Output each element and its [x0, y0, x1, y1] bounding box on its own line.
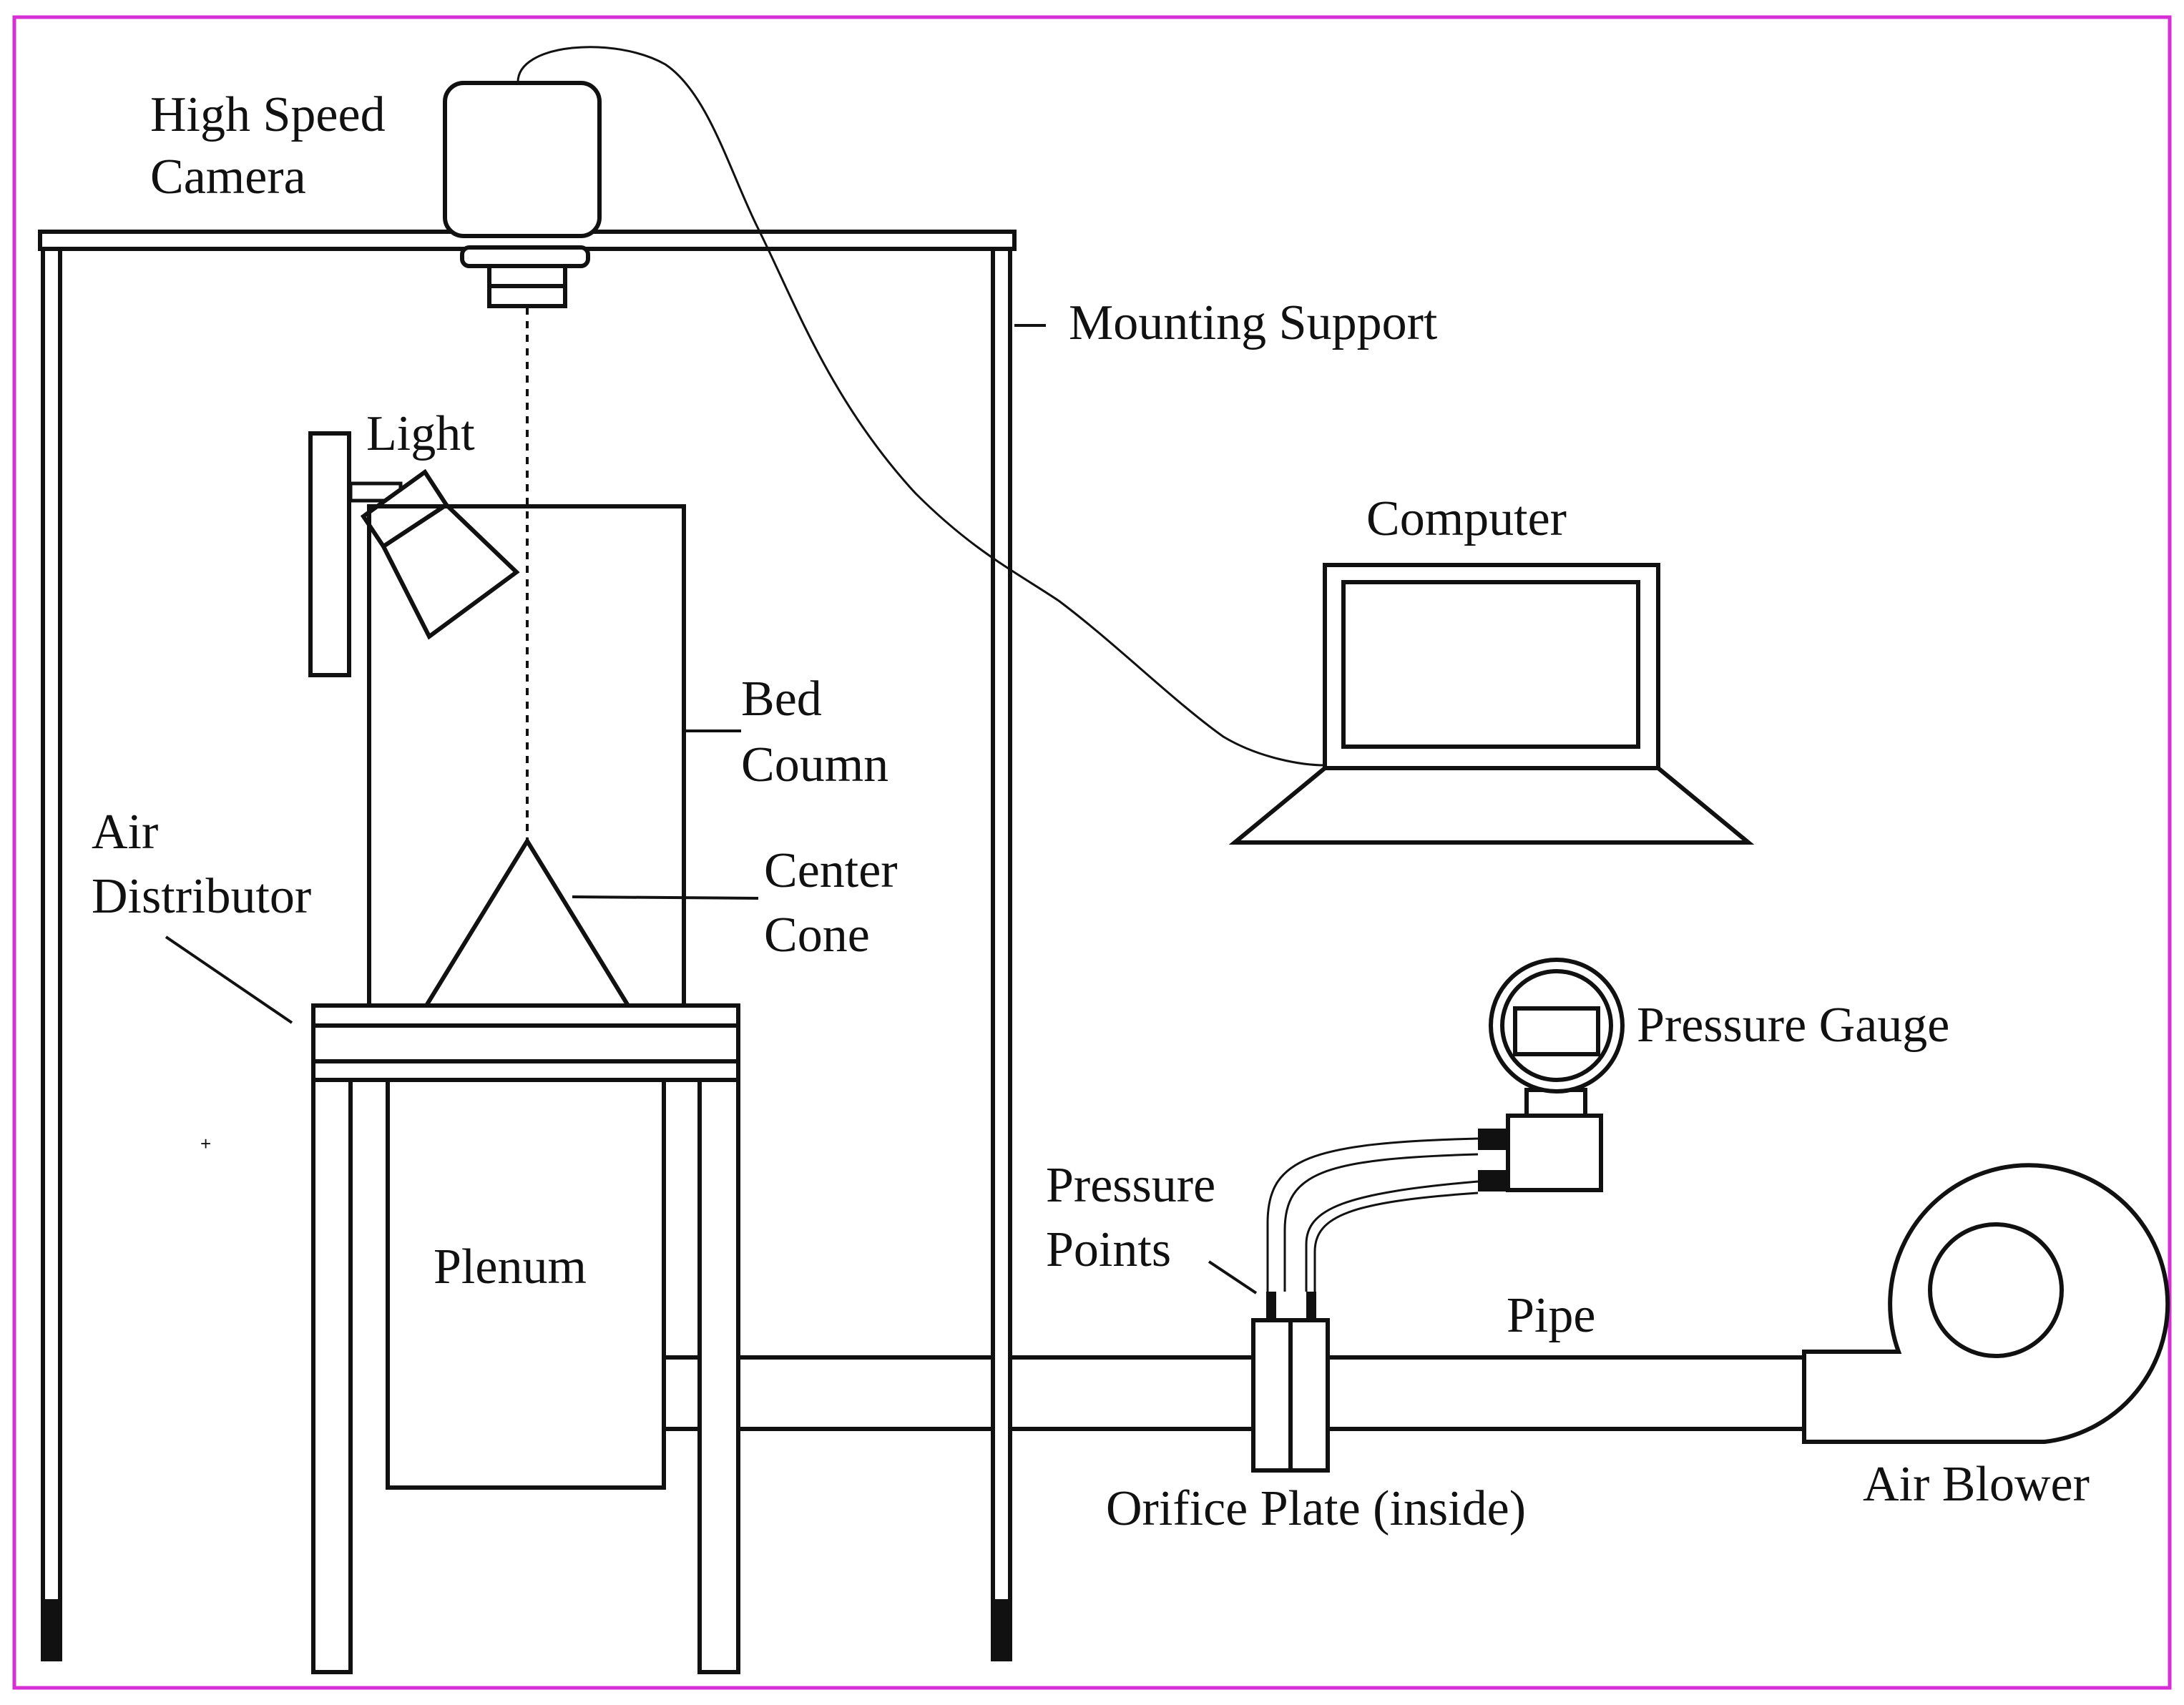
label-plenum: Plenum [434, 1239, 587, 1294]
label-pressure-gauge: Pressure Gauge [1637, 998, 1949, 1053]
pipe [664, 1355, 1804, 1431]
label-camera-line1: High Speed [150, 87, 386, 142]
label-camera-line2: Camera [150, 149, 306, 205]
figure-border [12, 15, 2172, 1690]
label-pipe: Pipe [1507, 1288, 1595, 1343]
pressure-points [1208, 1137, 1479, 1320]
computer [1228, 563, 1755, 845]
plenum-chamber [386, 1078, 666, 1490]
label-air-dist-line1: Air [92, 805, 158, 860]
label-cone-line2: Cone [764, 908, 870, 963]
camera-cable [516, 46, 1326, 767]
label-air-dist-line2: Distributor [92, 869, 311, 924]
label-pressure-points-line1: Pressure [1046, 1158, 1215, 1213]
label-air-blower: Air Blower [1863, 1457, 2090, 1512]
label-computer: Computer [1366, 491, 1567, 546]
bed-column [367, 504, 741, 1006]
label-bed-line1: Bed [741, 672, 822, 727]
svg-text:+: + [200, 1133, 211, 1154]
label-mounting-support: Mounting Support [1069, 295, 1438, 350]
label-light: Light [366, 406, 475, 461]
air-blower [1802, 1163, 2170, 1444]
orifice-plate [1251, 1318, 1330, 1473]
light-fixture [308, 431, 520, 677]
label-bed-line2: Coumn [741, 737, 888, 792]
air-distributor [165, 935, 740, 1082]
label-cone-line1: Center [764, 843, 898, 898]
center-cone [422, 837, 759, 1008]
high-speed-camera [443, 81, 602, 841]
pressure-gauge [1478, 958, 1625, 1192]
label-pressure-points-line2: Points [1046, 1222, 1171, 1277]
label-orifice-plate: Orifice Plate (inside) [1106, 1481, 1526, 1536]
support-table-legs [311, 1078, 740, 1674]
